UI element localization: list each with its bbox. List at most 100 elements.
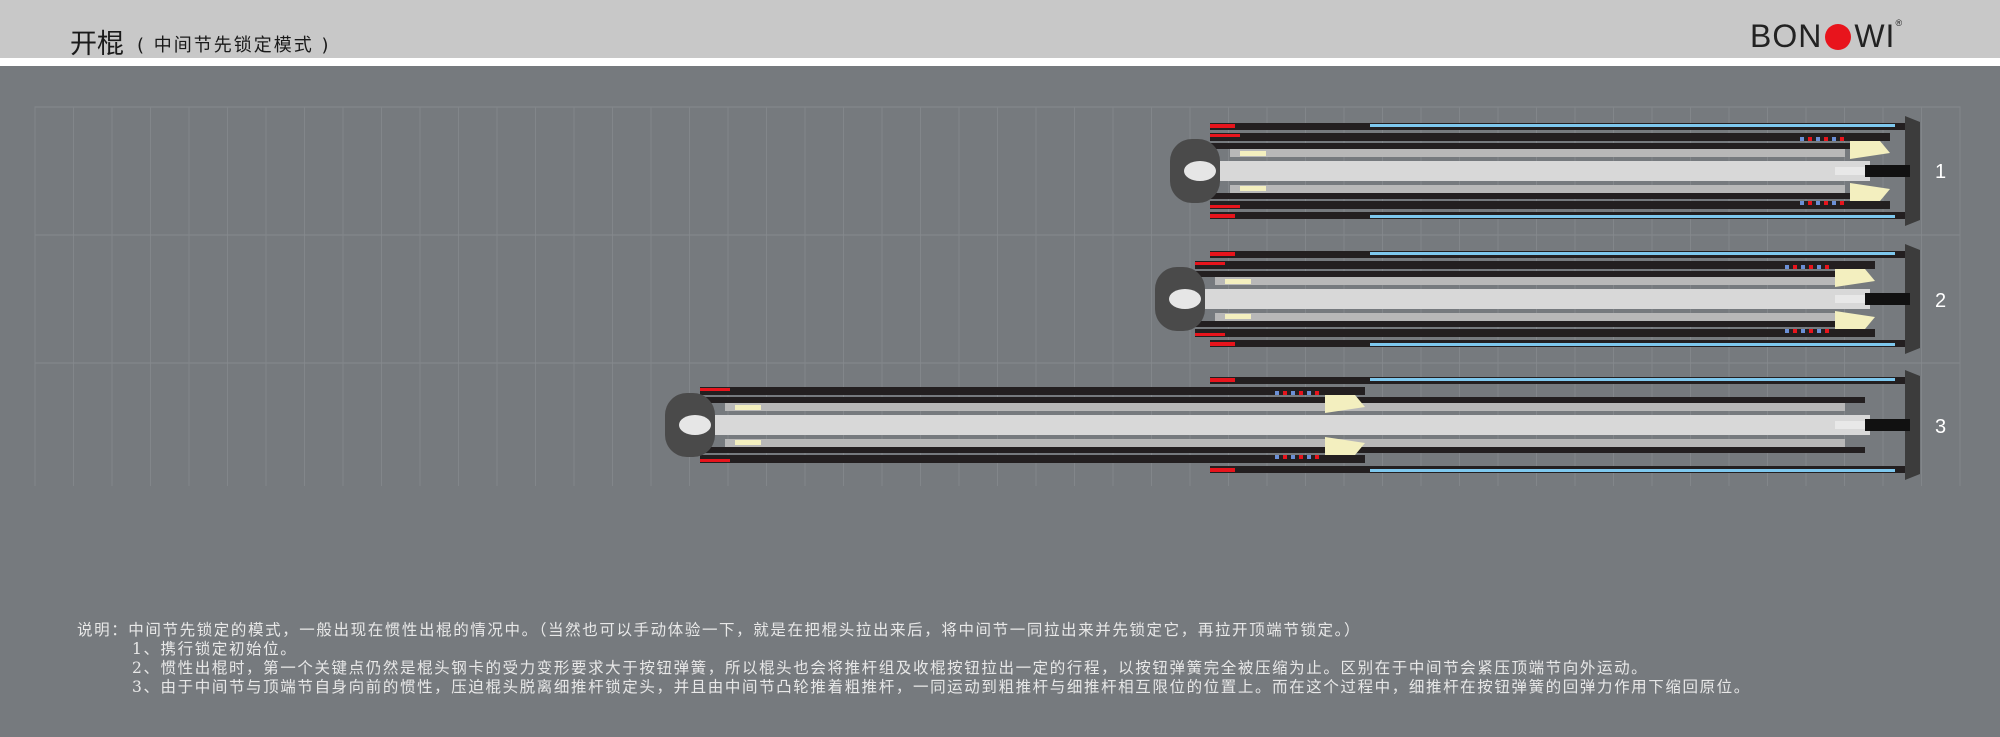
- red-stripe: [700, 459, 730, 462]
- end-rod: [1835, 295, 1865, 303]
- baton-assembly-1: [1170, 116, 1920, 226]
- lock-latch: [1325, 437, 1365, 455]
- spring: [735, 440, 761, 445]
- inner-tube-top: [705, 397, 1865, 403]
- baton-assemblies: [665, 116, 1920, 480]
- middle-tube-bottom: [1195, 329, 1875, 337]
- push-rod: [690, 415, 1870, 435]
- outer-tube-accent-bottom: [1370, 343, 1895, 346]
- outer-tube-accent-top: [1370, 124, 1895, 127]
- header-bar: [0, 0, 2000, 58]
- notes-item-2: 2、惯性出棍时，第一个关键点仍然是棍头钢卡的受力变形要求大于按钮弹簧，所以棍头也…: [132, 659, 1649, 677]
- bead: [1840, 137, 1844, 141]
- bead: [1824, 201, 1828, 205]
- red-stripe: [1210, 252, 1235, 256]
- spring: [735, 405, 761, 410]
- bead: [1291, 455, 1295, 459]
- bead: [1801, 265, 1805, 269]
- tip-socket: [1169, 289, 1201, 309]
- logo-text-right: WI: [1854, 18, 1896, 54]
- inner-tube-top: [1195, 271, 1865, 277]
- outer-tube-accent-top: [1370, 378, 1895, 381]
- middle-tube-top: [1210, 133, 1890, 141]
- spring: [1240, 186, 1266, 191]
- lock-latch: [1835, 311, 1875, 329]
- push-rod-guide: [1230, 149, 1845, 157]
- notes-block: 说明：中间节先锁定的模式，一般出现在惯性出棍的情况中。（当然也可以手动体验一下，…: [77, 621, 1751, 697]
- push-rod-guide: [1215, 313, 1845, 321]
- inner-tube-bottom: [1195, 321, 1865, 327]
- inner-tube-top: [1210, 143, 1865, 149]
- end-cap: [1905, 116, 1920, 226]
- bead: [1809, 329, 1813, 333]
- bead: [1299, 391, 1303, 395]
- baton-assembly-2: [1155, 244, 1920, 354]
- end-rod: [1835, 421, 1865, 429]
- end-plug: [1865, 293, 1910, 305]
- push-rod-guide: [1230, 185, 1845, 193]
- bead: [1299, 455, 1303, 459]
- bead: [1315, 391, 1319, 395]
- red-stripe: [700, 388, 730, 391]
- notes-item-1: 1、携行锁定初始位。: [132, 640, 298, 658]
- bead: [1785, 265, 1789, 269]
- bead: [1817, 265, 1821, 269]
- inner-tube-bottom: [1210, 193, 1865, 199]
- notes-item-3: 3、由于中间节与顶端节自身向前的惯性，压迫棍头脱离细推杆锁定头，并且由中间节凸轮…: [132, 678, 1751, 696]
- bead: [1315, 455, 1319, 459]
- bead: [1817, 329, 1821, 333]
- baton-assembly-3: [665, 370, 1920, 480]
- bead: [1275, 391, 1279, 395]
- red-stripe: [1210, 124, 1235, 128]
- stage-label-1: 1: [1935, 161, 1946, 183]
- push-rod: [1180, 289, 1870, 309]
- page-subtitle: ( 中间节先锁定模式 ): [137, 35, 331, 56]
- end-cap: [1905, 244, 1920, 354]
- outer-tube-accent-bottom: [1370, 215, 1895, 218]
- middle-tube-top: [700, 387, 1365, 395]
- bead: [1307, 455, 1311, 459]
- red-stripe: [1195, 262, 1225, 265]
- outer-tube-accent-bottom: [1370, 469, 1895, 472]
- lock-latch: [1850, 141, 1890, 159]
- red-stripe: [1210, 214, 1235, 218]
- bead: [1793, 265, 1797, 269]
- bead: [1809, 265, 1813, 269]
- end-plug: [1865, 419, 1910, 431]
- bead: [1832, 137, 1836, 141]
- spring: [1240, 151, 1266, 156]
- bead: [1825, 265, 1829, 269]
- red-stripe: [1210, 134, 1240, 137]
- bead: [1808, 201, 1812, 205]
- middle-tube-bottom: [1210, 201, 1890, 209]
- logo-red-dot-icon: [1825, 24, 1852, 50]
- bead: [1283, 391, 1287, 395]
- bead: [1840, 201, 1844, 205]
- bead: [1832, 201, 1836, 205]
- outer-tube-accent-top: [1370, 252, 1895, 255]
- red-stripe: [1210, 342, 1235, 346]
- registered-mark: ®: [1895, 18, 1904, 28]
- push-rod-guide: [725, 439, 1845, 447]
- page-title: 开棍: [70, 29, 124, 60]
- lock-latch: [1835, 269, 1875, 287]
- bead: [1283, 455, 1287, 459]
- push-rod-guide: [1215, 277, 1845, 285]
- bead: [1275, 455, 1279, 459]
- middle-tube-top: [1195, 261, 1875, 269]
- bead: [1800, 137, 1804, 141]
- spring: [1225, 279, 1251, 284]
- notes-intro: 说明：中间节先锁定的模式，一般出现在惯性出棍的情况中。（当然也可以手动体验一下，…: [77, 621, 1362, 639]
- bead: [1825, 329, 1829, 333]
- end-rod: [1835, 167, 1865, 175]
- lock-latch: [1325, 395, 1365, 413]
- logo-text-left: BON: [1750, 18, 1823, 54]
- spring: [1225, 314, 1251, 319]
- bead: [1291, 391, 1295, 395]
- end-plug: [1865, 165, 1910, 177]
- stage-label-3: 3: [1935, 416, 1946, 438]
- bead: [1824, 137, 1828, 141]
- middle-tube-bottom: [700, 455, 1365, 463]
- bead: [1801, 329, 1805, 333]
- baton-diagram: 1 2 3: [34, 106, 1961, 486]
